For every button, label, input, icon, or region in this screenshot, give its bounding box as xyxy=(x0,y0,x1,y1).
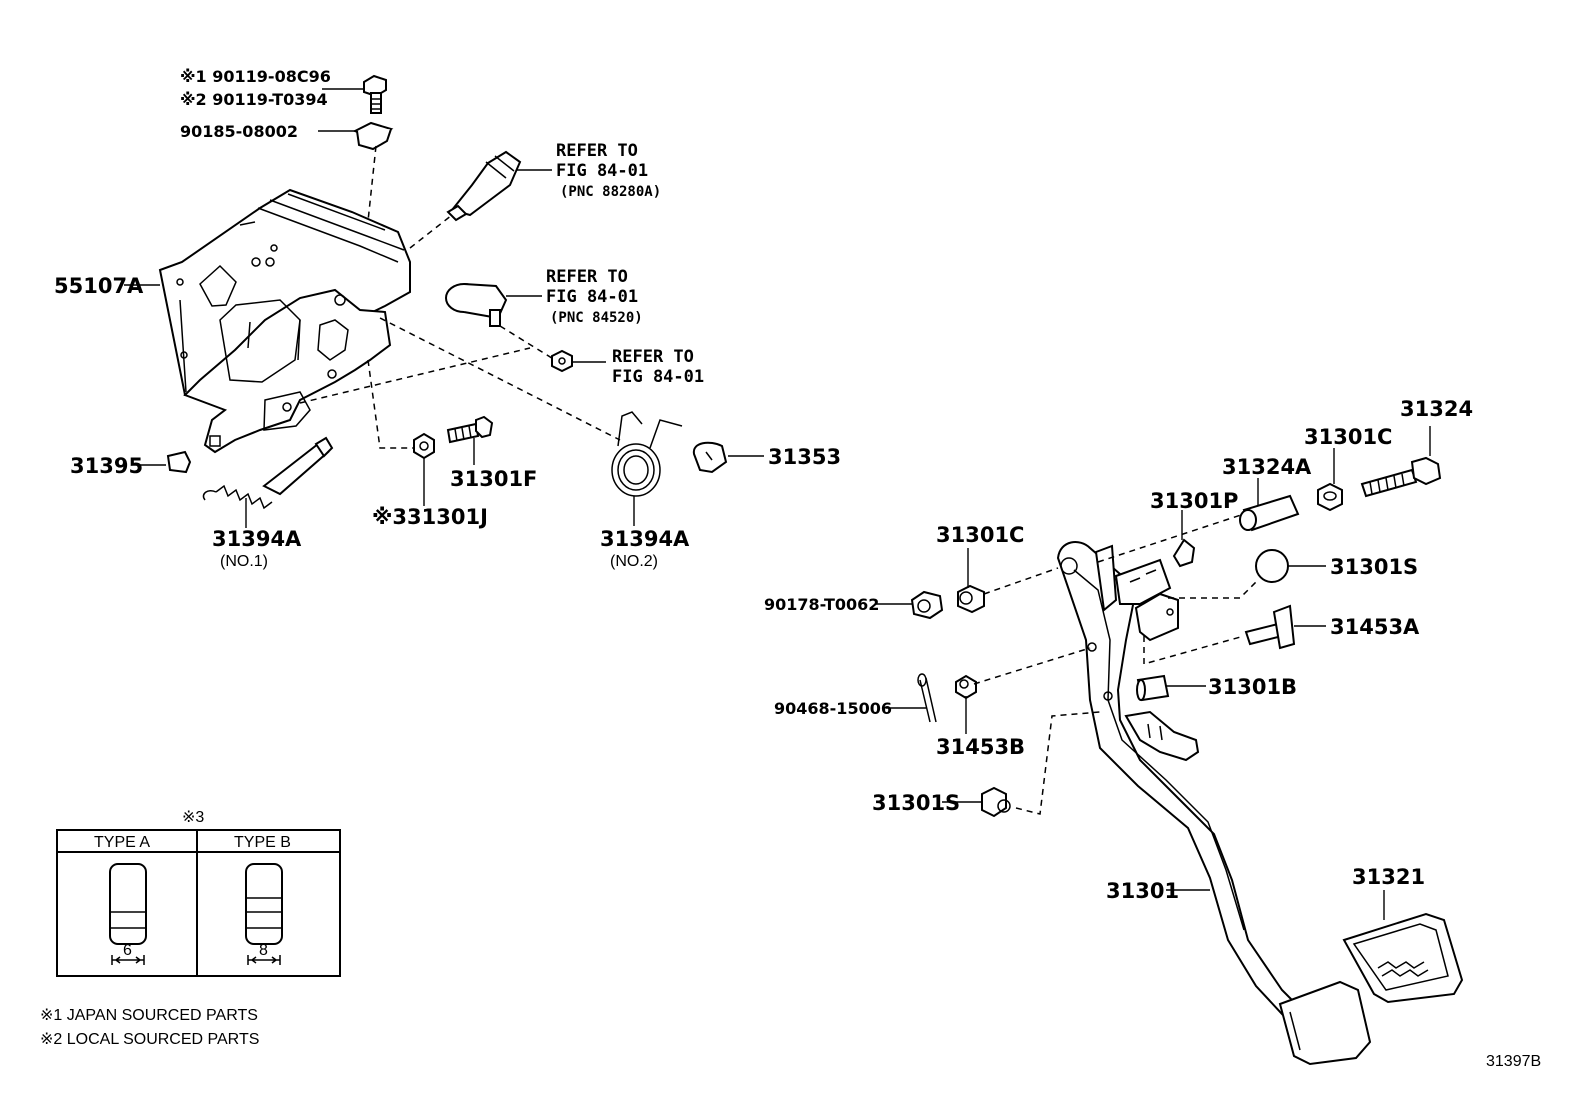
stop-lamp-switch-icon xyxy=(446,150,522,222)
bushing-31301c-left-icon xyxy=(957,584,985,614)
label-31324a: 31324A xyxy=(1222,455,1312,479)
brake-pedal-arm-31301-icon xyxy=(1056,541,1298,1016)
clip-31353-icon xyxy=(692,441,728,474)
label-31301: 31301 xyxy=(1106,879,1179,903)
label-31394a-no1: 31394A xyxy=(212,527,302,551)
label-31321: 31321 xyxy=(1352,865,1425,889)
label-31394a-no2: 31394A xyxy=(600,527,690,551)
bushing-31453b-icon xyxy=(955,674,977,700)
bolt-31301f-icon xyxy=(446,415,494,444)
label-31301j: ※331301J xyxy=(372,505,488,529)
clip-nut-90185-icon xyxy=(352,121,394,151)
type-a-dimension: 6 xyxy=(123,942,132,959)
clip-31301p-icon xyxy=(1172,538,1196,568)
cotter-pin-90468-icon xyxy=(917,673,937,723)
label-90178-t0062: 90178-T0062 xyxy=(764,595,879,614)
bushing-31301c-top-icon xyxy=(1317,482,1343,512)
label-31301f: 31301F xyxy=(450,467,537,491)
collar-31324a-icon xyxy=(1239,494,1300,532)
nut-type-table: ※3 TYPE A TYPE B 6 8 xyxy=(56,809,341,977)
type-a-nut-icon xyxy=(109,863,147,965)
torsion-spring-2-icon xyxy=(611,411,683,497)
type-b-nut-icon xyxy=(245,863,283,965)
table-col-type-b: TYPE B xyxy=(234,834,291,851)
nut-90178-icon xyxy=(910,590,944,620)
label-31395: 31395 xyxy=(70,454,143,478)
label-31301s-left: 31301S xyxy=(872,791,960,815)
label-31394a-no2-sub: (NO.2) xyxy=(610,553,658,570)
ball-stopper-31301s-right-icon xyxy=(1255,549,1289,583)
ref1-pnc: (PNC 88280A) xyxy=(560,184,661,200)
pedal-sensor-84520-icon xyxy=(445,283,508,327)
cushion-31395-icon xyxy=(166,450,192,474)
ref3-line1: REFER TO xyxy=(612,347,694,367)
label-31301c-left: 31301C xyxy=(936,523,1024,547)
label-31394a-no1-sub: (NO.1) xyxy=(220,553,268,570)
label-31301p: 31301P xyxy=(1150,489,1238,513)
label-90119-08c96: ※1 90119-08C96 xyxy=(180,67,331,86)
nut-ref-icon xyxy=(551,349,573,373)
pedal-pad-cover-31321-icon xyxy=(1342,912,1464,1004)
return-spring-1-icon xyxy=(202,436,334,510)
ref2-pnc: (PNC 84520) xyxy=(550,310,643,326)
ref2-line2: FIG 84-01 xyxy=(546,287,638,307)
label-31301s-right: 31301S xyxy=(1330,555,1418,579)
stopper-31301s-left-icon xyxy=(981,786,1011,818)
ref1-line1: REFER TO xyxy=(556,141,638,161)
table-col-type-a: TYPE A xyxy=(94,834,150,851)
cushion-31301b-icon xyxy=(1136,674,1170,702)
label-31324: 31324 xyxy=(1400,397,1473,421)
figure-id: 31397B xyxy=(1486,1053,1541,1070)
pedal-assembly xyxy=(910,456,1464,1066)
label-55107a: 55107A xyxy=(54,274,144,298)
bracket-assembly xyxy=(158,74,728,510)
label-90468-15006: 90468-15006 xyxy=(774,699,892,718)
label-31301c-top: 31301C xyxy=(1304,425,1392,449)
label-31453a: 31453A xyxy=(1330,615,1420,639)
table-title: ※3 xyxy=(182,809,204,826)
ref2-line1: REFER TO xyxy=(546,267,628,287)
label-31353: 31353 xyxy=(768,445,841,469)
type-b-dimension: 8 xyxy=(259,942,268,959)
note-japan-sourced: ※1 JAPAN SOURCED PARTS xyxy=(40,1007,258,1024)
part-labels: ※1 90119-08C96 ※2 90119-T0394 90185-0800… xyxy=(54,67,1473,903)
note-local-sourced: ※2 LOCAL SOURCED PARTS xyxy=(40,1031,259,1048)
bolt-90119-icon xyxy=(363,74,387,114)
ref3-line2: FIG 84-01 xyxy=(612,367,704,387)
label-90119-t0394: ※2 90119-T0394 xyxy=(180,90,328,109)
leader-lines xyxy=(124,88,1431,920)
label-31453b: 31453B xyxy=(936,735,1025,759)
label-90185-08002: 90185-08002 xyxy=(180,122,298,141)
pin-31453a-icon xyxy=(1244,604,1296,650)
ref1-line2: FIG 84-01 xyxy=(556,161,648,181)
pedal-pad-icon xyxy=(1278,980,1372,1066)
label-31301b: 31301B xyxy=(1208,675,1297,699)
pedal-bracket-55107a-icon xyxy=(158,188,411,454)
bolt-31324-icon xyxy=(1360,456,1442,498)
nut-31301j-icon xyxy=(413,432,435,460)
